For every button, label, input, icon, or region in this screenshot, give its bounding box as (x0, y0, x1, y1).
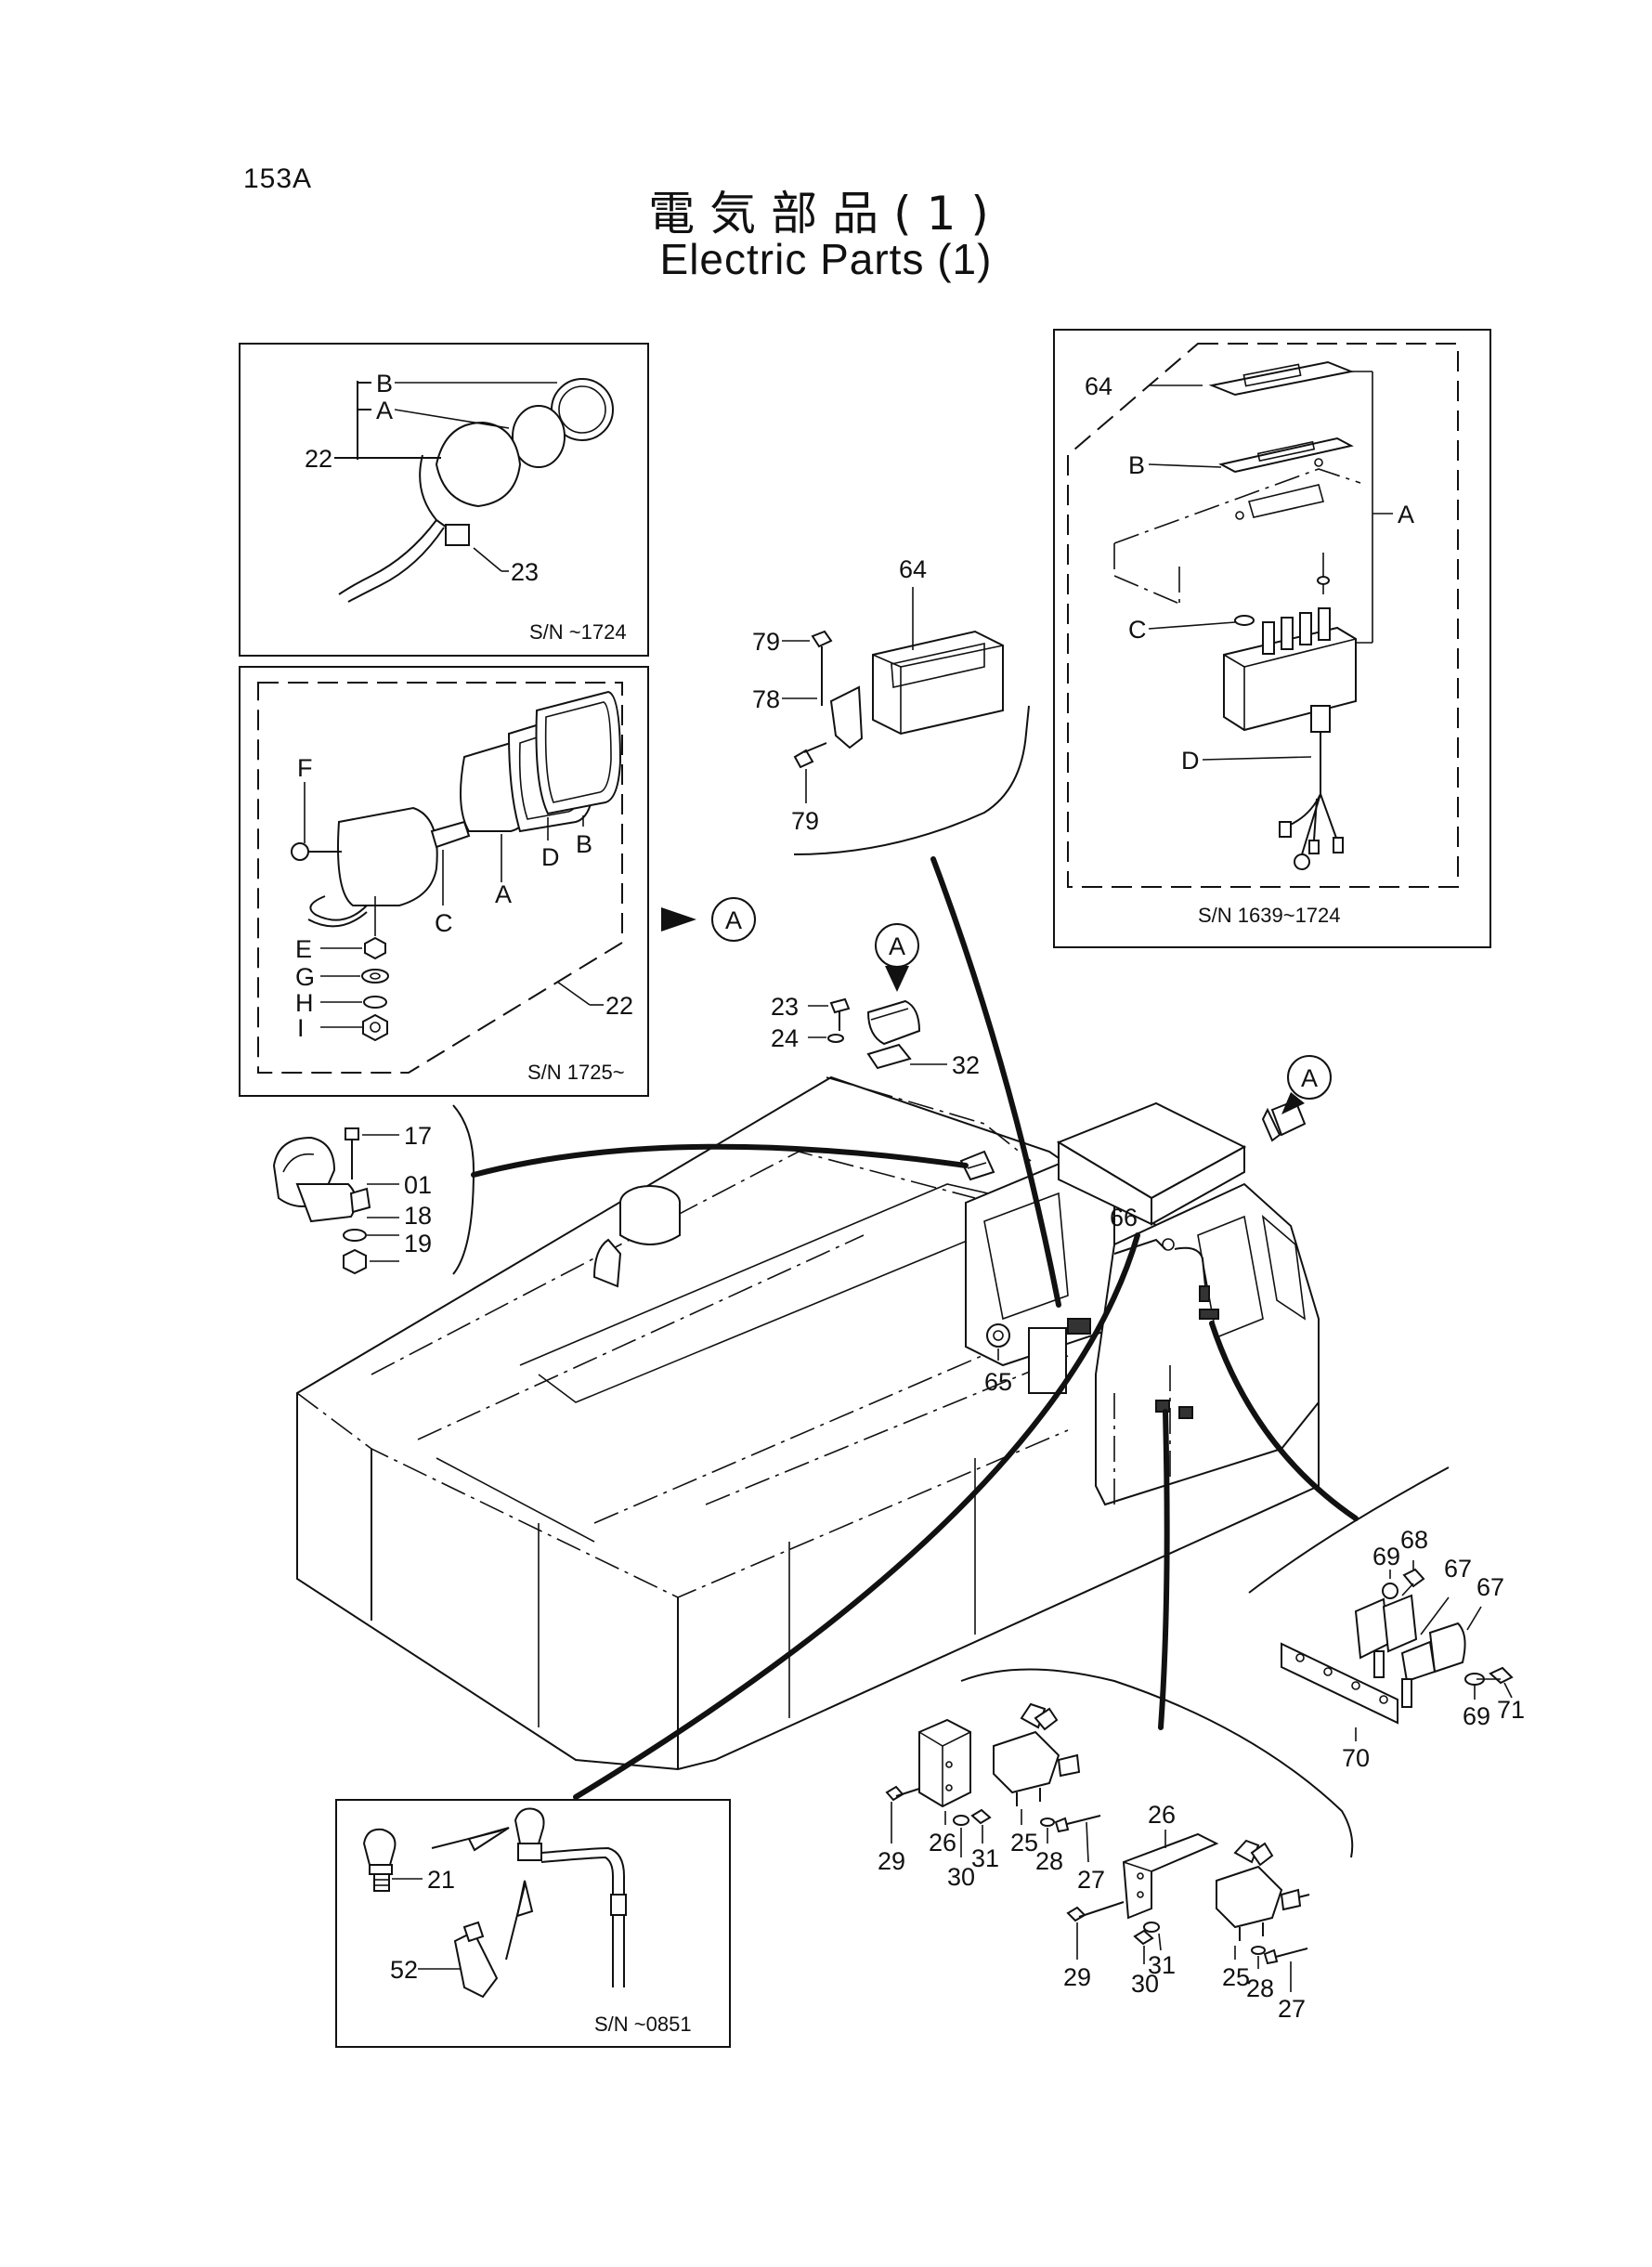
monitor-unit (1223, 607, 1357, 732)
label-67: 67 (1476, 1573, 1504, 1601)
serial-range-work-light-new: S/N 1725~ (527, 1061, 625, 1084)
label-19: 19 (404, 1230, 432, 1257)
inset-work-light-old: B A 22 23 S/N ~1724 (239, 343, 649, 657)
label-b: B (576, 830, 592, 858)
label-52: 52 (390, 1956, 418, 1984)
label-a: A (495, 880, 512, 908)
label-24: 24 (771, 1024, 799, 1052)
horn-callout-group: 17 01 18 19 (272, 1104, 475, 1275)
label-23: 23 (771, 993, 799, 1021)
label-26: 26 (929, 1829, 956, 1857)
inset-horn-switch: 21 52 S/N ~0851 (335, 1799, 731, 2048)
label-31: 31 (1148, 1951, 1176, 1979)
label-69: 69 (1372, 1543, 1400, 1570)
label-e: E (295, 935, 312, 963)
label-c: C (1128, 616, 1147, 644)
label-66: 66 (1110, 1204, 1138, 1231)
label-69: 69 (1463, 1702, 1490, 1730)
label-21: 21 (427, 1866, 455, 1894)
callout-a-circle (711, 897, 756, 942)
label-a: A (1398, 501, 1414, 528)
serial-range-work-light-old: S/N ~1724 (529, 620, 627, 644)
label-17: 17 (404, 1122, 432, 1150)
label-h: H (295, 989, 314, 1017)
label-22: 22 (605, 992, 633, 1020)
dashed-group-64 (1067, 343, 1459, 888)
label-79: 79 (752, 628, 780, 656)
label-b: B (1128, 451, 1145, 479)
label-68: 68 (1400, 1526, 1428, 1554)
label-d: D (1181, 747, 1200, 775)
inset-frame (335, 1799, 731, 2048)
inset-monitor-detail: 64 B A C D S/N 1639~1724 (1053, 329, 1491, 948)
label-g: G (295, 963, 315, 991)
callout-a-label: A (889, 932, 905, 960)
switch-callout-group: 29 26 30 31 25 28 27 (878, 1668, 1354, 2023)
label-a: A (376, 397, 393, 424)
page-title-japanese: 電気部品(1) (648, 187, 1004, 241)
label-30: 30 (947, 1863, 975, 1891)
label-29: 29 (878, 1847, 905, 1875)
label-30: 30 (1131, 1970, 1159, 1998)
work-light-lamp (338, 378, 614, 603)
leader-a (394, 409, 510, 429)
page-number: 153A (243, 163, 313, 194)
label-28: 28 (1035, 1847, 1063, 1875)
label-25: 25 (1222, 1963, 1250, 1991)
switch-assembly-upper: 29 26 30 31 25 28 27 (878, 1702, 1105, 1894)
label-32: 32 (952, 1051, 980, 1079)
label-i: I (297, 1014, 305, 1042)
label-79: 79 (791, 807, 819, 835)
inset-work-light-new: F C A D B E G H I 22 S/N 1725~ A (239, 666, 756, 1097)
label-22: 22 (305, 445, 332, 473)
label-18: 18 (404, 1202, 432, 1230)
label-23: 23 (511, 558, 539, 586)
label-64: 64 (1085, 372, 1112, 400)
label-27: 27 (1278, 1995, 1306, 2023)
monitor-callout-group: 64 79 78 79 (752, 555, 1030, 855)
callout-a-label: A (1301, 1064, 1318, 1092)
serial-range-horn-switch: S/N ~0851 (594, 2013, 692, 2036)
label-27: 27 (1077, 1866, 1105, 1894)
inset-frame (239, 343, 649, 657)
arrow-to-a (661, 907, 696, 932)
side-panel (1028, 1327, 1067, 1394)
label-29: 29 (1063, 1963, 1091, 1991)
label-c: C (435, 909, 453, 937)
dashed-group-22 (257, 682, 623, 1074)
switch-assembly-lower: 26 29 30 31 25 28 27 (1063, 1801, 1310, 2023)
inset-frame (239, 666, 649, 1097)
label-65: 65 (984, 1368, 1012, 1396)
label-31: 31 (971, 1844, 999, 1872)
label-78: 78 (752, 685, 780, 713)
label-70: 70 (1342, 1744, 1370, 1772)
page-title-english: Electric Parts (1) (659, 235, 993, 283)
serial-range-monitor-detail: S/N 1639~1724 (1198, 904, 1341, 927)
label-28: 28 (1246, 1974, 1274, 2002)
label-01: 01 (404, 1171, 432, 1199)
relay-callout-group: 69 68 67 67 69 71 70 (1248, 1466, 1525, 1772)
label-71: 71 (1497, 1696, 1525, 1724)
label-67: 67 (1444, 1555, 1472, 1583)
label-25: 25 (1010, 1829, 1038, 1857)
label-26: 26 (1148, 1801, 1176, 1829)
callout-a-cab: A (1281, 1055, 1332, 1114)
wiring-leaders (471, 856, 1359, 1800)
inset-frame (1053, 329, 1491, 948)
label-b: B (376, 370, 393, 397)
label-d: D (541, 843, 560, 871)
leader-23 (473, 547, 502, 572)
callout-a-top: A 23 24 32 (771, 923, 980, 1079)
label-f: F (297, 754, 313, 782)
label-64: 64 (899, 555, 927, 583)
work-light-housing (291, 690, 622, 1042)
callout-a-label: A (725, 906, 742, 934)
